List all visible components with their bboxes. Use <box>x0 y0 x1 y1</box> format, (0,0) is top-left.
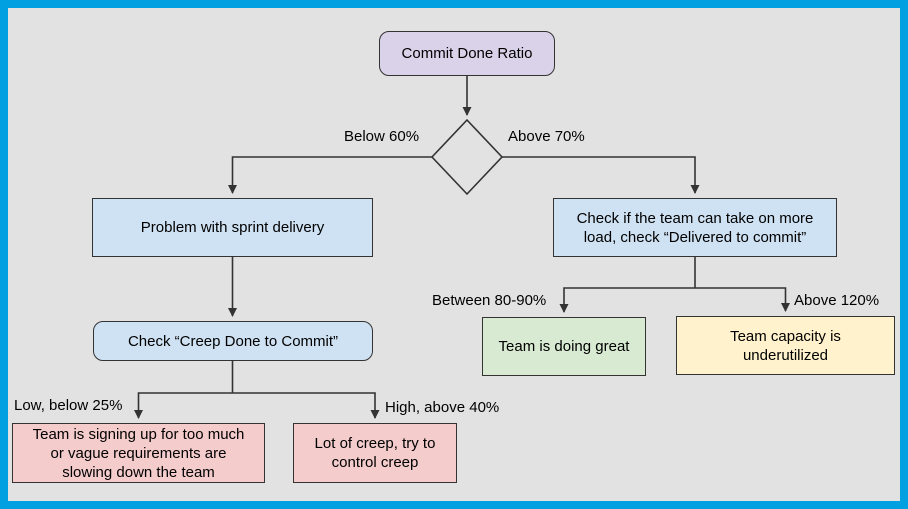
node-check-team-load: Check if the team can take on more load,… <box>553 198 837 257</box>
edge-checkcreep-to-lotcreep <box>232 392 380 419</box>
node-signing-up-too-much: Team is signing up for too much or vague… <box>12 423 265 483</box>
edge-label-high-above-40: High, above 40% <box>385 399 500 416</box>
edge-checkload-to-underutilized <box>695 287 790 312</box>
edge-label-between-80-90: Between 80-90% <box>432 292 547 309</box>
edge-label-below-60: Below 60% <box>344 128 420 145</box>
node-team-doing-great: Team is doing great <box>482 317 646 376</box>
node-check-team-load-label: Check if the team can take on more load,… <box>576 209 814 246</box>
decision-diamond <box>430 118 504 196</box>
edge-checkload-to-great <box>559 287 695 313</box>
diagram-canvas: Commit Done Ratio Problem with sprint de… <box>8 8 900 501</box>
node-commit-done-ratio: Commit Done Ratio <box>379 31 555 76</box>
node-team-capacity-underutilized-label: Team capacity is underutilized <box>730 327 841 364</box>
node-lot-of-creep: Lot of creep, try to control creep <box>293 423 457 483</box>
edge-label-above-120: Above 120% <box>794 292 880 309</box>
node-check-creep-done-to-commit-label: Check “Creep Done to Commit” <box>127 332 339 350</box>
node-lot-of-creep-label: Lot of creep, try to control creep <box>314 435 436 471</box>
node-commit-done-ratio-label: Commit Done Ratio <box>401 45 533 62</box>
edge-label-low-below-25: Low, below 25% <box>14 397 123 414</box>
edge-checkcreep-to-toomuch <box>134 392 233 419</box>
node-team-capacity-underutilized: Team capacity is underutilized <box>676 316 895 375</box>
node-problem-sprint-delivery: Problem with sprint delivery <box>92 198 373 257</box>
connector-layer <box>134 76 790 419</box>
edge-decision-to-problem <box>228 156 432 194</box>
node-signing-up-too-much-label: Team is signing up for too much or vague… <box>32 425 245 481</box>
node-team-doing-great-label: Team is doing great <box>498 338 630 355</box>
node-problem-sprint-delivery-label: Problem with sprint delivery <box>140 219 325 236</box>
edge-decision-to-checkload <box>502 156 700 194</box>
node-check-creep-done-to-commit: Check “Creep Done to Commit” <box>93 321 373 361</box>
edge-label-above-70: Above 70% <box>508 128 585 145</box>
